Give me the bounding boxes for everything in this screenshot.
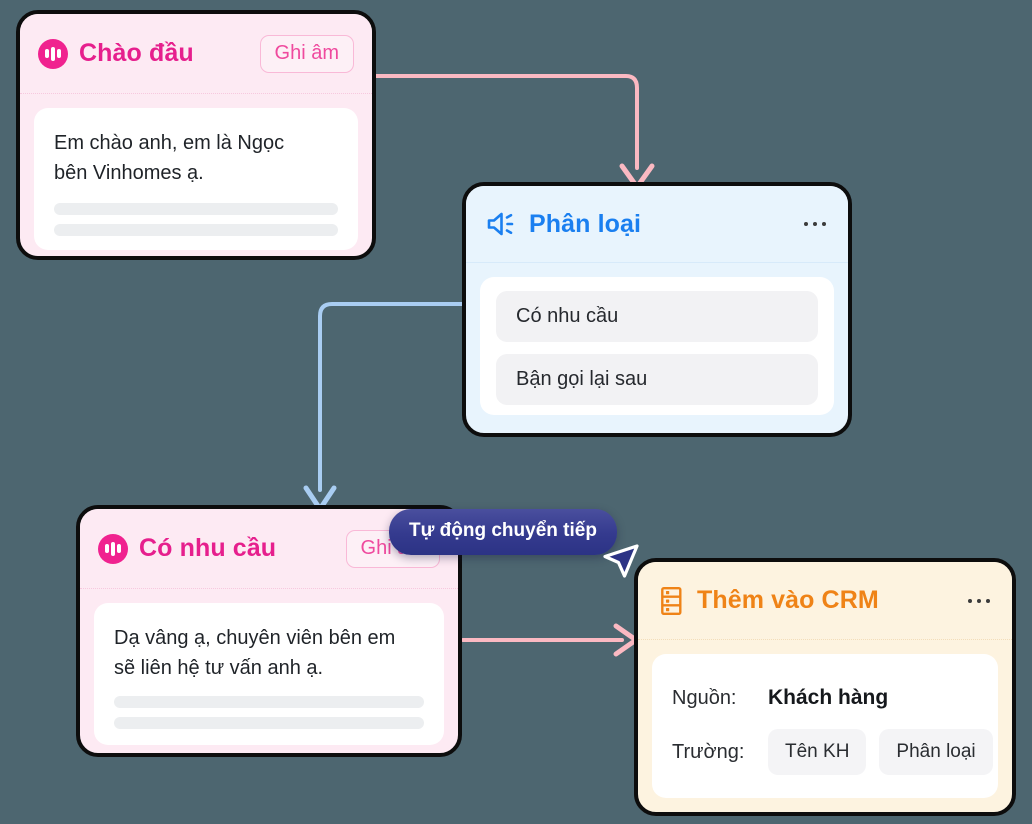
crm-field-source: Nguồn: Khách hàng — [672, 672, 978, 724]
auto-forward-tooltip: Tự động chuyển tiếp — [389, 509, 617, 555]
connector-greeting-to-classify — [366, 74, 655, 190]
skeleton-line — [114, 716, 424, 729]
cursor-pointer-icon — [596, 534, 658, 601]
skeleton-line — [114, 695, 424, 708]
speaker-icon — [486, 211, 516, 237]
card-greeting-body: Em chào anh, em là Ngọc bên Vinhomes ạ. — [34, 108, 358, 250]
card-interested-title: Có nhu cầu — [139, 534, 277, 562]
classify-option-0[interactable]: Có nhu cầu — [496, 291, 818, 342]
card-crm[interactable]: Thêm vào CRM Nguồn: Khách hàng Trường: T… — [634, 558, 1016, 816]
card-classify[interactable]: Phân loại Có nhu cầu Bận gọi lại sau — [462, 182, 852, 437]
card-greeting-header: Chào đầu Ghi âm — [20, 14, 372, 94]
interested-script-text: Dạ vâng ạ, chuyên viên bên em sẽ liên hệ… — [114, 627, 396, 680]
card-greeting[interactable]: Chào đầu Ghi âm Em chào anh, em là Ngọc … — [16, 10, 376, 260]
crm-field-columns-label: Trường: — [672, 740, 745, 763]
audio-waveform-icon — [38, 38, 68, 69]
card-interested-body: Dạ vâng ạ, chuyên viên bên em sẽ liên hệ… — [94, 603, 444, 745]
card-classify-header: Phân loại — [466, 186, 848, 263]
crm-field-source-label: Nguồn: — [672, 686, 737, 709]
card-crm-body: Nguồn: Khách hàng Trường: Tên KH Phân lo… — [652, 654, 998, 798]
crm-field-columns: Trường: Tên KH Phân loại — [672, 724, 993, 780]
card-greeting-title: Chào đầu — [79, 39, 194, 67]
ellipsis-icon[interactable] — [968, 598, 990, 603]
skeleton-line — [54, 223, 338, 236]
card-crm-header: Thêm vào CRM — [638, 562, 1012, 640]
crm-chip-phan-loai[interactable]: Phân loại — [879, 729, 993, 775]
crm-field-source-value: Khách hàng — [768, 686, 889, 709]
database-icon — [658, 586, 684, 616]
card-classify-body: Có nhu cầu Bận gọi lại sau — [480, 277, 834, 415]
greeting-script-text: Em chào anh, em là Ngọc bên Vinhomes ạ. — [54, 132, 285, 185]
card-crm-title: Thêm vào CRM — [697, 586, 879, 614]
audio-waveform-icon — [98, 533, 128, 564]
crm-chip-ten-kh[interactable]: Tên KH — [768, 729, 867, 775]
connector-classify-to-interested — [303, 302, 468, 512]
ellipsis-icon[interactable] — [804, 222, 826, 226]
connector-interested-to-crm — [461, 623, 639, 657]
skeleton-line — [54, 202, 338, 215]
record-button-greeting[interactable]: Ghi âm — [259, 34, 354, 73]
card-classify-title: Phân loại — [529, 209, 642, 238]
classify-option-1[interactable]: Bận gọi lại sau — [496, 354, 818, 405]
